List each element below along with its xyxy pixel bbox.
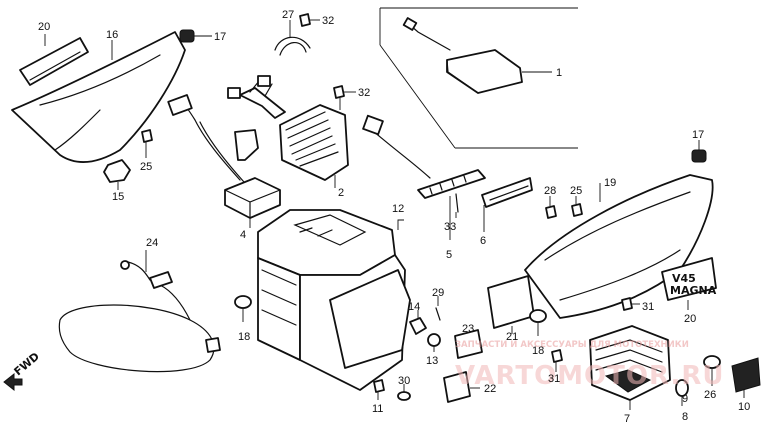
part-32-bolt-top xyxy=(299,13,320,27)
callout-25b: 25 xyxy=(570,185,582,197)
callout-17a: 17 xyxy=(214,31,226,43)
part-21-pad xyxy=(487,275,535,334)
callout-2: 2 xyxy=(338,187,344,199)
part-25-bolt-left xyxy=(141,129,153,158)
part-31-screw-right xyxy=(621,297,640,311)
callout-13: 13 xyxy=(426,355,438,367)
part-20-emblem-v45: V45 MAGNA xyxy=(661,257,717,310)
callout-22: 22 xyxy=(484,383,496,395)
part-27-clamp xyxy=(274,20,311,56)
watermark-caption: ЗАПЧАСТИ И АКСЕССУАРЫ ДЛЯ МОТОТЕХНИКИ xyxy=(455,340,689,350)
callout-23: 23 xyxy=(462,323,474,335)
part-1-control-unit xyxy=(379,7,578,149)
callout-32a: 32 xyxy=(322,15,334,27)
callout-20a: 20 xyxy=(38,21,50,33)
callout-4: 4 xyxy=(240,229,246,241)
part-28-bolt xyxy=(545,196,557,219)
part-14-bolt xyxy=(409,310,427,335)
callout-26: 26 xyxy=(704,389,716,401)
emblem-text-1: V45 xyxy=(672,272,696,285)
callout-31b: 31 xyxy=(548,373,560,385)
callout-11: 11 xyxy=(372,403,383,415)
callout-20b: 20 xyxy=(684,313,696,325)
part-4-ignition-unit xyxy=(167,94,281,228)
callout-21: 21 xyxy=(506,331,518,343)
part-30-washer xyxy=(397,384,411,401)
part-22-pad xyxy=(443,371,480,403)
part-18-grommet-right xyxy=(529,309,547,336)
part-5-fuse-box xyxy=(362,114,486,240)
part-15-grommet-left xyxy=(103,159,131,190)
callout-17b: 17 xyxy=(692,129,704,141)
part-29-pin xyxy=(435,296,441,321)
part-25-bolt-right xyxy=(571,196,583,217)
callout-10: 10 xyxy=(738,401,750,413)
part-23-pad xyxy=(454,329,483,359)
callout-25a: 25 xyxy=(140,161,152,173)
callout-9: 9 xyxy=(682,393,688,405)
fwd-label: FWD xyxy=(12,350,42,378)
part-18-grommet-left xyxy=(234,295,252,322)
part-6-fuse-holder xyxy=(481,177,533,232)
part-17-rubber-right xyxy=(691,140,707,163)
callout-5: 5 xyxy=(446,249,452,261)
callout-12: 12 xyxy=(392,203,404,215)
part-10-battery xyxy=(731,357,761,398)
part-9-tool-tray xyxy=(589,325,671,410)
part-24-cable xyxy=(58,250,221,373)
emblem-text-2: MAGNA xyxy=(670,284,717,297)
callout-33: 33 xyxy=(444,221,456,233)
callout-15a: 15 xyxy=(112,191,124,203)
callout-27: 27 xyxy=(282,9,294,21)
callout-8: 8 xyxy=(682,411,688,423)
callout-14: 14 xyxy=(408,301,420,313)
callout-30: 30 xyxy=(398,375,410,387)
part-32-bolt-mid xyxy=(333,85,356,110)
callout-labels: 20 16 17 25 15 27 32 32 1 2 4 12 33 5 6 … xyxy=(38,9,750,425)
callout-31a: 31 xyxy=(642,301,654,313)
fwd-arrow: FWD xyxy=(3,350,42,392)
callout-28: 28 xyxy=(544,185,556,197)
callout-6: 6 xyxy=(480,235,486,247)
callout-1: 1 xyxy=(556,67,562,79)
callout-16: 16 xyxy=(106,29,118,41)
callout-19: 19 xyxy=(604,177,616,189)
watermark: ЗАПЧАСТИ И АКСЕССУАРЫ ДЛЯ МОТОТЕХНИКИ VA… xyxy=(455,340,725,391)
part-19-right-side-cover xyxy=(524,174,714,319)
part-2-regulator-rectifier xyxy=(227,75,349,188)
part-31-screw-bottom xyxy=(551,349,563,372)
callout-32b: 32 xyxy=(358,87,370,99)
watermark-logo: VARTOMOTOR.RU xyxy=(455,361,725,391)
callout-29: 29 xyxy=(432,287,444,299)
part-13-nut xyxy=(427,333,441,352)
part-17-rubber-left xyxy=(179,29,212,43)
part-26-ring xyxy=(703,355,721,386)
part-12-battery-case xyxy=(257,209,411,391)
part-16-left-side-cover xyxy=(11,31,186,163)
part-8-clip xyxy=(675,379,689,406)
callout-24: 24 xyxy=(146,237,158,249)
part-33-screw xyxy=(455,193,459,218)
callout-18b: 18 xyxy=(532,345,544,357)
part-11-bolt xyxy=(373,379,385,400)
callout-18a: 18 xyxy=(238,331,250,343)
callout-7: 7 xyxy=(624,413,630,425)
